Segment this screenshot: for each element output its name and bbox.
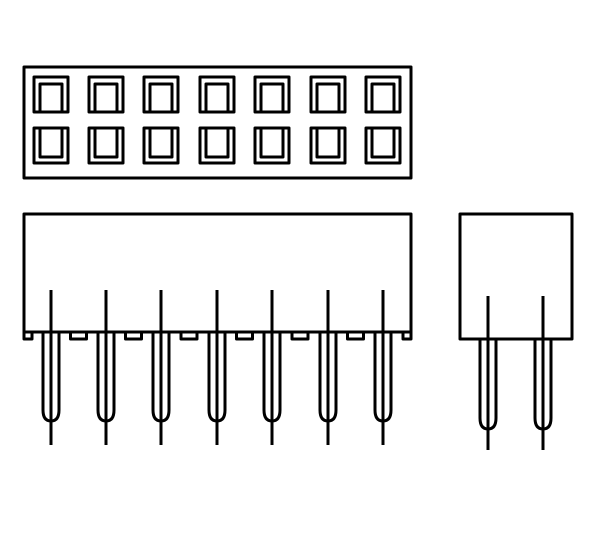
standoff (179, 330, 199, 341)
socket-outer (198, 126, 236, 165)
socket-inner (148, 128, 174, 159)
socket-inner (204, 128, 230, 159)
socket-outer (32, 75, 70, 114)
standoff (22, 330, 34, 341)
socket-outer (364, 126, 402, 165)
socket-outer (253, 75, 291, 114)
socket-outer (142, 126, 180, 165)
standoff (124, 330, 143, 341)
socket-outer (198, 75, 236, 114)
socket-outer (87, 75, 125, 114)
socket-outer (364, 75, 402, 114)
socket-inner (259, 128, 285, 159)
top-view (22, 65, 413, 180)
standoff (290, 330, 310, 341)
socket-inner (204, 82, 230, 112)
socket-inner (259, 82, 285, 112)
socket-outer (309, 75, 347, 114)
socket-inner (315, 128, 341, 159)
socket-inner (38, 128, 64, 159)
socket-inner (370, 128, 396, 159)
standoff (346, 330, 365, 341)
socket-inner (370, 82, 396, 112)
socket-outer (309, 126, 347, 165)
socket-inner (93, 82, 119, 112)
standoff (401, 330, 413, 341)
socket-outer (142, 75, 180, 114)
socket-inner (315, 82, 341, 112)
side-view-body (458, 212, 574, 341)
socket-outer (253, 126, 291, 165)
side-view (458, 212, 574, 450)
socket-outer (32, 126, 70, 165)
socket-inner (38, 82, 64, 112)
standoff (235, 330, 254, 341)
socket-inner (148, 82, 174, 112)
socket-outer (87, 126, 125, 165)
standoff (69, 330, 88, 341)
top-view-body (22, 65, 413, 180)
front-view (22, 212, 413, 445)
socket-inner (93, 128, 119, 159)
